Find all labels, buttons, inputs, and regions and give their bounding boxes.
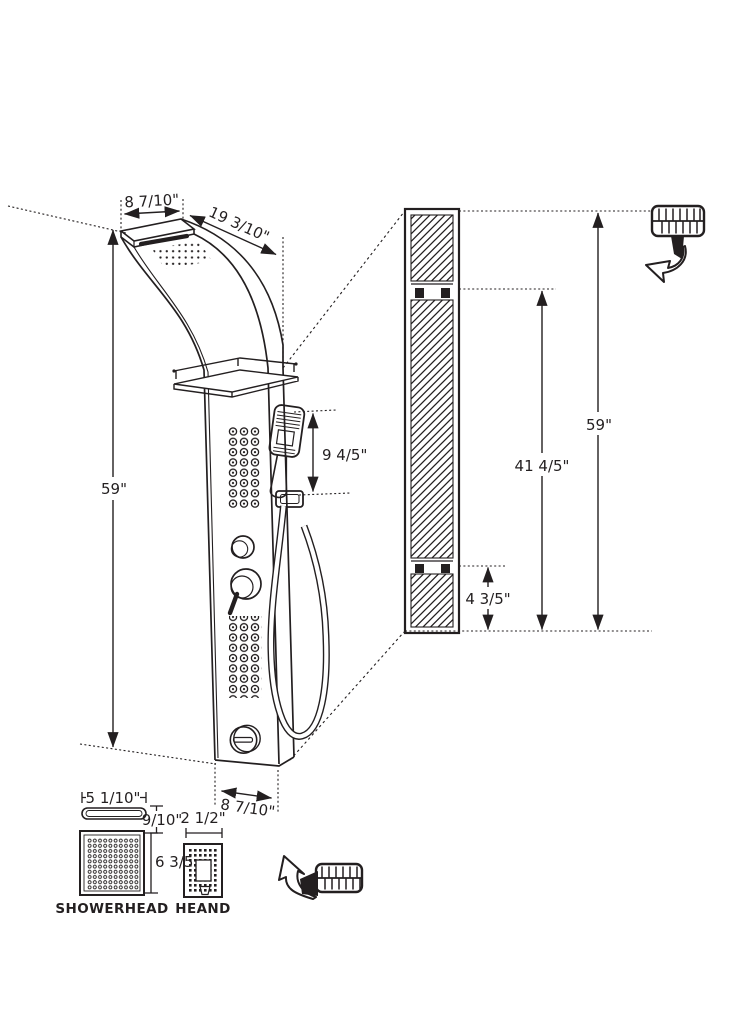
dim-head-diagonal-label: 19 3/10" [206,203,272,246]
front-view [119,211,405,767]
dim-upper-bracket-label: 41 4/5" [515,457,570,475]
measuring-tape-icon-top [645,204,706,283]
dim-lower-bracket: 4 3/5" [461,566,515,631]
upper-mounting-bracket [411,283,453,298]
wall-panel-hatched-bottom [410,573,454,628]
dim-upper-bracket: 41 4/5" [512,290,572,631]
dim-waterfall-height-label: 9/10" [142,811,183,829]
showerhead-label: SHOWERHEAD [55,901,168,917]
handshower-holder [275,490,304,508]
shower-hose [267,505,330,740]
dim-waterfall-height: 9/10" [142,805,183,834]
dim-head-width-label: 8 7/10" [124,191,180,212]
rain-showerhead [152,241,212,269]
dim-waterfall-width-label: 5 1/10" [86,789,141,807]
handshower [268,404,306,499]
dim-panel-height-label: 59" [101,480,127,498]
dim-panel-height: 59" [7,205,217,765]
dim-head-width: 8 7/10" [120,191,184,231]
dim-handshower-length: 9 4/5" [293,409,367,496]
projection-line-bottom [289,631,405,761]
waterfall-slot [138,233,190,247]
side-view-leaders [405,210,652,632]
dim-handshower-length-label: 9 4/5" [322,446,367,464]
heand-label: HEAND [175,901,230,917]
wall-panel-hatched-top [410,214,454,282]
showerhead-face-detail [79,830,145,896]
dim-handshower-width-label: 2 1/2" [180,809,225,827]
dim-handshower-width: 2 1/2" [180,809,226,838]
dim-base-depth-label: 8 7/10" [219,795,276,820]
dim-side-height: 59" [580,212,617,631]
panel-body [120,218,295,767]
body-jets-upper [227,426,260,508]
mixer-lever [227,568,262,616]
wall-panel-outline [403,207,461,635]
wall-panel-hatched-middle [410,299,454,559]
curved-arrow-icon [645,245,687,283]
dim-waterfall-width: 5 1/10" [81,789,147,807]
tape-tab [300,871,318,896]
diverter-knob [230,535,255,559]
tub-spout [229,724,261,754]
body-jets-lower [229,616,262,698]
waterfall-slot-detail [81,807,147,820]
side-view [403,207,461,635]
dim-showerhead-size: 6 3/5 [145,832,193,894]
lower-mounting-bracket [411,560,453,573]
handshower-face-detail [183,843,223,898]
dim-lower-bracket-label: 4 3/5" [465,590,510,608]
measuring-tape-icon-bottom [278,855,364,900]
projection-line-top [282,211,405,369]
shelf [172,357,299,398]
dim-showerhead-size-label: 6 3/5 [155,853,193,871]
tape-tab [671,236,684,259]
dim-side-height-label: 59" [586,416,612,434]
